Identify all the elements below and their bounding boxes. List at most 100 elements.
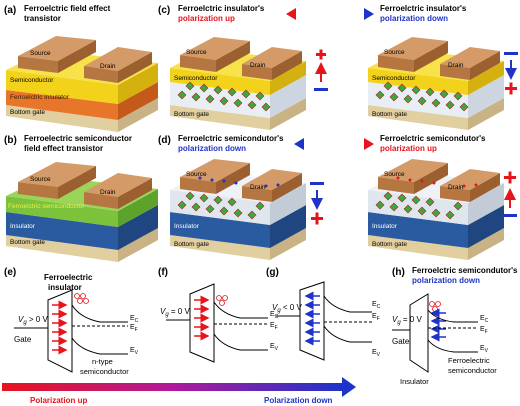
panel-b-title-1: Ferroelectric semiconductor xyxy=(24,134,132,143)
d-left-charges xyxy=(198,176,280,188)
g-ec-band xyxy=(323,295,372,313)
f-vg-label: Vg = 0 V xyxy=(160,307,190,318)
c-left-lattice xyxy=(177,81,271,112)
d-left-minus xyxy=(310,182,324,185)
h-insulator-label: Insulator xyxy=(400,377,429,386)
e-gate-label: Gate xyxy=(14,335,32,344)
c-left-gate-label: Bottom gate xyxy=(174,111,209,118)
device-b xyxy=(6,162,158,262)
e-ev-label: EV xyxy=(130,347,139,356)
h-ec-label: EC xyxy=(480,315,489,324)
d-left-lattice xyxy=(177,191,265,220)
e-insulator-barrier xyxy=(47,289,73,373)
panel-h-letter: (h) xyxy=(392,267,405,278)
d-right-minus xyxy=(503,214,517,217)
e-ef-label: EF xyxy=(130,324,138,333)
c-right-drain-label: Drain xyxy=(448,62,464,69)
e-top-2: insulator xyxy=(48,283,82,292)
panel-c: (c) Ferroelctric insulator's polarizatio… xyxy=(158,4,518,130)
b-gate-label: Bottom gate xyxy=(10,239,45,246)
panel-d: (d) Ferroelctric semicondutor's polariza… xyxy=(158,134,517,260)
d-right-plus-v xyxy=(508,171,512,184)
d-right-gate-label: Bottom gate xyxy=(372,241,407,248)
e-semi-2: semiconductor xyxy=(80,367,129,376)
b-insulator-label: Insulator xyxy=(10,223,36,230)
c-left-source-label: Source xyxy=(186,49,207,56)
d-arrow-right-head xyxy=(364,138,374,150)
f-electrons xyxy=(216,295,228,306)
device-d-right xyxy=(368,159,504,260)
polarization-arrowhead xyxy=(342,377,356,397)
e-semi-1: n-type xyxy=(92,357,113,366)
f-ef-label: EF xyxy=(270,322,278,331)
d-right-lattice xyxy=(375,191,463,220)
panel-a-title-1: Ferroelctric field effect xyxy=(24,4,111,13)
e-polarization-arrows xyxy=(52,300,68,355)
g-ev-label: EV xyxy=(372,349,381,358)
c-left-title-1: Ferroelctric insulator's xyxy=(178,4,265,13)
g-polarization-arrows xyxy=(304,291,320,346)
h-fs-2: semiconductor xyxy=(448,366,497,375)
c-right-minus xyxy=(504,52,518,55)
e-vg-label: Vg > 0 V xyxy=(18,315,48,326)
f-ev-label: EV xyxy=(270,343,279,352)
polarization-bar xyxy=(2,383,342,391)
f-ev-band xyxy=(213,333,268,351)
panel-f-letter: (f) xyxy=(158,267,168,278)
c-right-semi-label: Semiconductor xyxy=(372,75,416,82)
d-right-drain-label: Drain xyxy=(448,184,464,191)
h-ec-band xyxy=(427,309,478,323)
c-arrow-right-head xyxy=(364,8,374,20)
a-gate-label: Bottom gate xyxy=(10,109,45,116)
f-ec-label: EC xyxy=(270,311,279,320)
panel-f: (f) EC EF EV Vg = 0 V xyxy=(158,267,279,363)
device-d-left xyxy=(170,159,306,260)
c-left-plus-v xyxy=(319,49,323,60)
device-c-left xyxy=(170,37,306,130)
f-ec-band xyxy=(213,301,268,319)
panel-e: (e) Ferroelectric insulator EC EF EV Vg … xyxy=(4,267,139,376)
c-left-semi-label: Semiconductor xyxy=(174,75,218,82)
c-left-drain-label: Drain xyxy=(250,62,266,69)
e-electrons xyxy=(74,293,89,304)
d-right-insulator-label: Insulator xyxy=(372,223,398,230)
b-drain-label: Drain xyxy=(100,189,116,196)
e-ev-band xyxy=(71,337,128,355)
e-ec-label: EC xyxy=(130,315,139,324)
a-semi-label: Semiconductor xyxy=(10,77,54,84)
a-ferro-label: Ferroelctric insulator xyxy=(10,94,70,101)
a-source-label: Source xyxy=(30,50,51,57)
h-gate-label: Gate xyxy=(392,337,410,346)
b-ferro-semi-label: Ferroelctric semiconductor xyxy=(8,203,85,210)
panel-h: (h) Ferroelctric semicondutor's polariza… xyxy=(392,266,518,386)
g-insulator-barrier xyxy=(299,281,325,361)
h-vg-label: Vg = 0 V xyxy=(392,315,422,326)
d-right-title-2: polarization up xyxy=(380,144,437,153)
c-right-lattice xyxy=(375,81,469,112)
g-vg-label: Vg < 0 V xyxy=(272,303,302,314)
d-left-title-2: polarization down xyxy=(178,144,246,153)
d-left-gate-label: Bottom gate xyxy=(174,241,209,248)
panel-c-letter: (c) xyxy=(158,5,170,16)
f-polarization-arrows xyxy=(194,295,210,341)
d-right-title-1: Ferroelctric semicondutor's xyxy=(380,134,486,143)
panel-b: (b) Ferroelectric semiconductor field ef… xyxy=(4,134,158,262)
device-c-right xyxy=(368,37,504,130)
d-left-drain-label: Drain xyxy=(250,184,266,191)
polarization-down-label: Polarization down xyxy=(264,396,333,405)
panel-a: (a) Ferroelctric field effect transistor… xyxy=(4,4,158,132)
panel-g-letter: (g) xyxy=(266,267,279,278)
h-fs-1: Ferroelectric xyxy=(448,356,490,365)
d-left-plus-v xyxy=(315,212,319,225)
g-ec-label: EC xyxy=(372,301,381,310)
h-insulator-barrier xyxy=(409,293,429,373)
h-title-1: Ferroelctric semicondutor's xyxy=(412,266,518,275)
f-insulator-barrier xyxy=(189,283,215,363)
h-ev-band xyxy=(427,339,478,353)
c-right-plus-v xyxy=(509,82,513,95)
panel-a-letter: (a) xyxy=(4,5,16,16)
c-right-source-label: Source xyxy=(384,49,405,56)
panel-a-title-2: transistor xyxy=(24,14,61,23)
c-right-title-1: Ferroelctric insulator's xyxy=(380,4,467,13)
